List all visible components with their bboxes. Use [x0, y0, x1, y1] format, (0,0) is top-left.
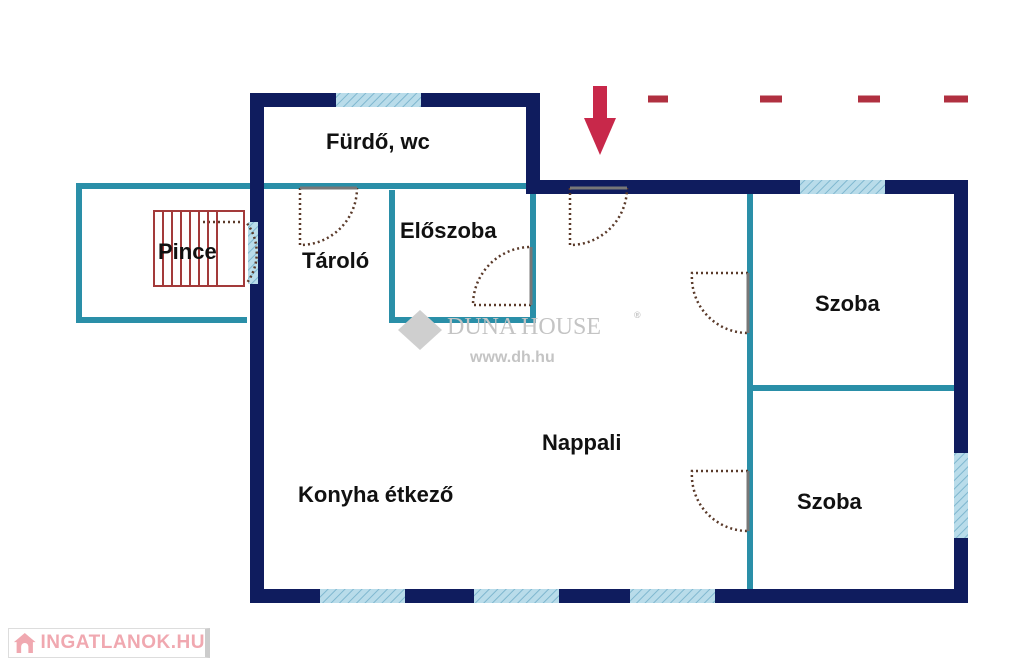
window — [336, 93, 421, 107]
watermark: DUNA HOUSE ® www.dh.hu — [398, 310, 641, 366]
window — [474, 589, 559, 603]
watermark-brand: DUNA HOUSE — [447, 314, 601, 340]
room-label-furdo: Fürdő, wc — [326, 129, 430, 154]
ingatlanok-logo: INGATLANOK.HU — [8, 628, 210, 658]
inner-walls — [76, 183, 956, 589]
logo-text: INGATLANOK.HU — [40, 632, 205, 653]
room-label-eloszoba: Előszoba — [400, 218, 497, 243]
window — [320, 589, 405, 603]
window — [800, 180, 885, 194]
windows — [248, 93, 968, 603]
door — [568, 187, 629, 247]
duna-house-logo-icon — [398, 310, 442, 350]
door — [690, 271, 749, 335]
room-label-pince: Pince — [158, 239, 217, 264]
door — [298, 187, 359, 247]
watermark-registered: ® — [634, 310, 641, 320]
window — [630, 589, 715, 603]
room-label-konyha: Konyha étkező — [298, 482, 453, 507]
house-icon — [13, 633, 36, 653]
room-label-szoba-1: Szoba — [815, 291, 881, 316]
entrance-arrow-icon — [584, 86, 616, 155]
room-label-tarolo: Tároló — [302, 248, 369, 273]
doors — [198, 187, 749, 533]
room-label-szoba-2: Szoba — [797, 489, 863, 514]
window — [248, 222, 258, 284]
stairs — [153, 210, 245, 287]
outer-walls — [250, 93, 968, 603]
room-label-nappali: Nappali — [542, 430, 621, 455]
window — [954, 453, 968, 538]
door — [690, 469, 749, 533]
watermark-url: www.dh.hu — [469, 349, 555, 366]
door — [198, 220, 259, 285]
door — [471, 245, 532, 307]
